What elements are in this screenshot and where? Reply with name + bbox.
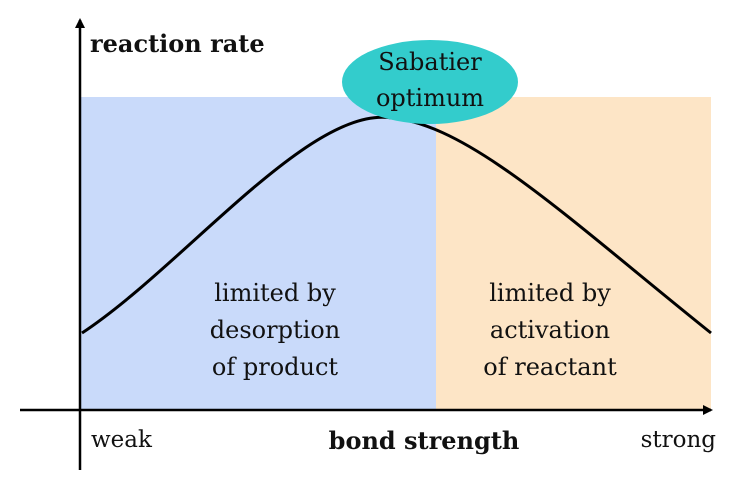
x-axis-min-label: weak <box>91 427 153 453</box>
left-region-line3: of product <box>212 353 339 381</box>
right-region-line1: limited by <box>489 279 611 307</box>
right-region-line3: of reactant <box>483 353 617 381</box>
optimum-label-line1: Sabatier <box>378 48 482 76</box>
activation-limited-region <box>436 97 711 410</box>
sabatier-optimum-bubble <box>342 40 518 124</box>
right-region-line2: activation <box>490 316 610 344</box>
optimum-label-line2: optimum <box>376 84 484 112</box>
left-region-line2: desorption <box>210 316 340 344</box>
desorption-limited-region <box>80 97 436 410</box>
x-axis-label: bond strength <box>329 426 520 455</box>
y-axis-label: reaction rate <box>90 29 265 58</box>
left-region-line1: limited by <box>214 279 336 307</box>
x-axis-max-label: strong <box>641 427 717 453</box>
